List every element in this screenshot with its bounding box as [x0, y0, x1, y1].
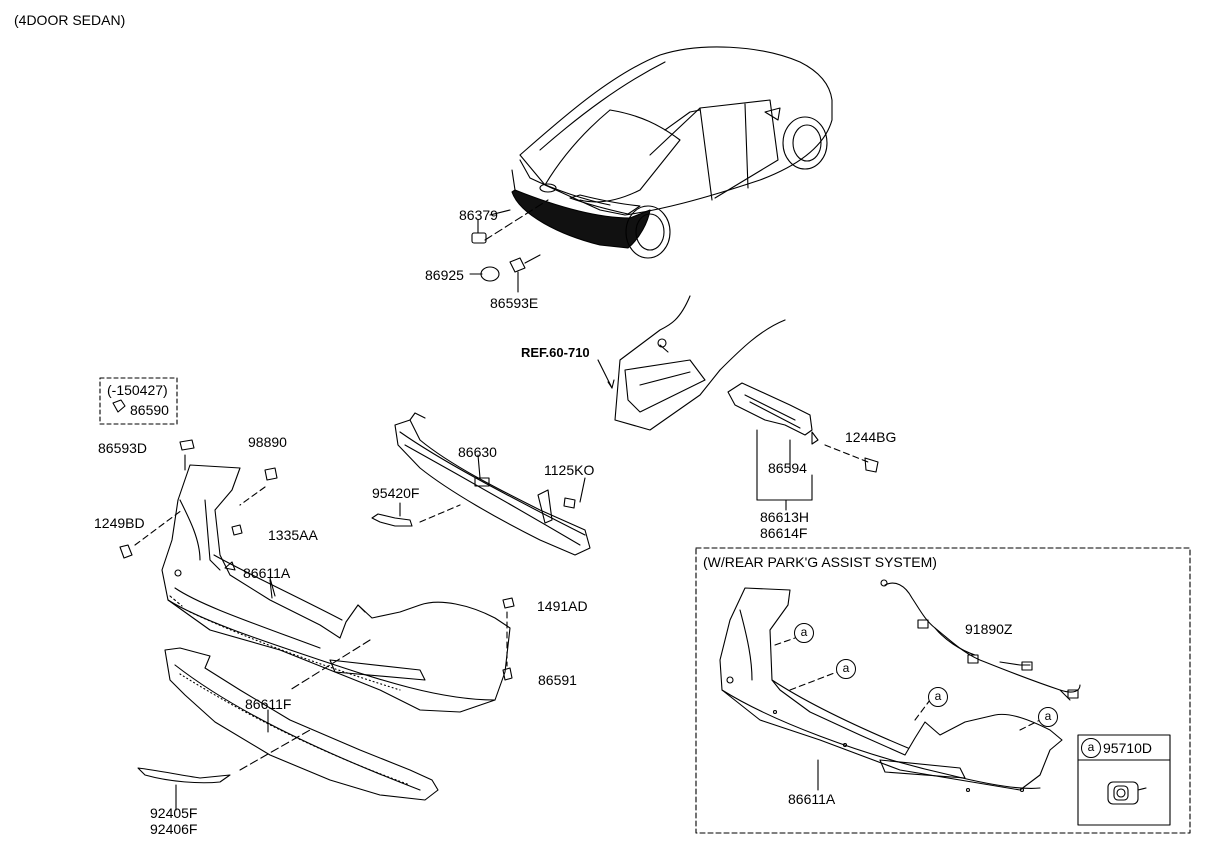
part-86593E-label: 86593E: [490, 295, 539, 311]
part-95710D-label: 95710D: [1103, 740, 1153, 756]
part-86593D-label: 86593D: [98, 440, 148, 456]
part-95420F-label: 95420F: [372, 485, 420, 501]
marker-a-1: a: [794, 623, 814, 643]
side-bracket: [727, 382, 879, 511]
marker-a-3: a: [928, 687, 948, 707]
part-86614F-label: 86614F: [760, 525, 808, 541]
parking-sensor-95710D: [1107, 781, 1147, 805]
part-86591-label: 86591: [538, 672, 577, 688]
part-1491AD-label: 1491AD: [537, 598, 588, 614]
part-86613H-label: 86613H: [760, 509, 810, 525]
part-86594-label: 86594: [768, 460, 807, 476]
reflector-92405F: [137, 767, 231, 811]
sensor-95420F: [371, 502, 413, 527]
part-1249BD-label: 1249BD: [94, 515, 145, 531]
rear-body-panel: [597, 295, 786, 431]
part-86925-label: 86925: [425, 267, 464, 283]
part-86379-label: 86379: [459, 207, 498, 223]
car-leaders: [469, 199, 549, 293]
marker-a-subbox: a: [1081, 738, 1101, 758]
part-92405F-label: 92405F: [150, 805, 198, 821]
wiring-harness: [880, 579, 1081, 701]
part-1335AA-label: 1335AA: [268, 527, 318, 543]
part-86611F-label: 86611F: [245, 696, 292, 712]
part-98890-label: 98890: [248, 434, 287, 450]
lower-valance: [164, 639, 439, 801]
inset-part-86611A-label: 86611A: [788, 791, 836, 807]
part-86611A-label: 86611A: [243, 565, 291, 581]
inset-bumper: [719, 587, 1063, 793]
marker-a-4: a: [1038, 707, 1058, 727]
superseded-part-box: [99, 377, 178, 425]
reference-label: REF.60-710: [521, 345, 590, 360]
part-86590-label: 86590: [130, 402, 169, 418]
part-91890Z-label: 91890Z: [965, 621, 1013, 637]
inset-title: (W/REAR PARK'G ASSIST SYSTEM): [703, 554, 937, 570]
bumper-reinforcement: [394, 412, 591, 556]
marker-a-2: a: [836, 659, 856, 679]
part-86630-label: 86630: [458, 444, 497, 460]
parking-assist-inset: [695, 547, 1191, 834]
part-1125KO-label: 1125KO: [544, 462, 595, 478]
part-92406F-label: 92406F: [150, 821, 198, 837]
part-1244BG-label: 1244BG: [845, 429, 897, 445]
rear-bumper-cover: [119, 439, 515, 713]
variant-label: (4DOOR SEDAN): [14, 12, 126, 28]
part-150427-label: (-150427): [107, 382, 168, 398]
sensor-subbox: [1077, 734, 1171, 826]
car-illustration: [511, 46, 833, 259]
